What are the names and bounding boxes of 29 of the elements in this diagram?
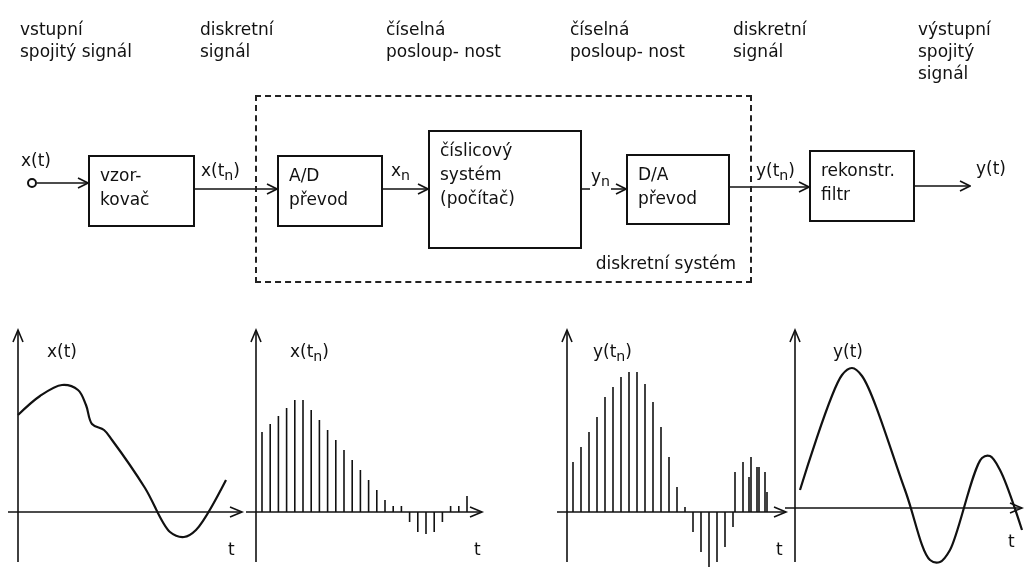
block-box: A/D převod [277, 155, 383, 227]
block-box: vzor- kovač [88, 155, 195, 227]
block-box: rekonstr. filtr [809, 150, 915, 222]
block-box: číslicový systém (počítač) [428, 130, 582, 249]
edge-label: x(t) [20, 150, 52, 170]
plot-title: x(t) [47, 340, 77, 362]
plot-title: y(t) [833, 340, 863, 362]
arrow [36, 177, 89, 189]
plot-title: y(t$_{n}$) [593, 340, 632, 367]
edge-label: y(t) [975, 158, 1007, 178]
axis-label: t [228, 538, 235, 560]
signal-label: číselná posloup- nost [386, 18, 502, 62]
dashed-system-boundary [255, 95, 752, 283]
axis-label: t [474, 538, 481, 560]
block-box: D/A převod [626, 154, 730, 225]
signal-label: vstupní spojitý signál [20, 18, 133, 62]
arrow [914, 180, 971, 192]
axis-label: t [776, 538, 783, 560]
arrow [194, 183, 278, 195]
signal-label: diskretní signál [733, 18, 808, 62]
plot-title: x(t$_{n}$) [290, 340, 329, 367]
signal-label: diskretní signál [200, 18, 275, 62]
arrow [729, 181, 810, 193]
signal-label: výstupní spojitý signál [918, 18, 992, 84]
signal-label: číselná posloup- nost [570, 18, 686, 62]
arrow [382, 183, 429, 195]
input-terminal [27, 178, 37, 188]
axis-label: t [1008, 530, 1015, 552]
group-label: diskretní systém [595, 252, 736, 275]
